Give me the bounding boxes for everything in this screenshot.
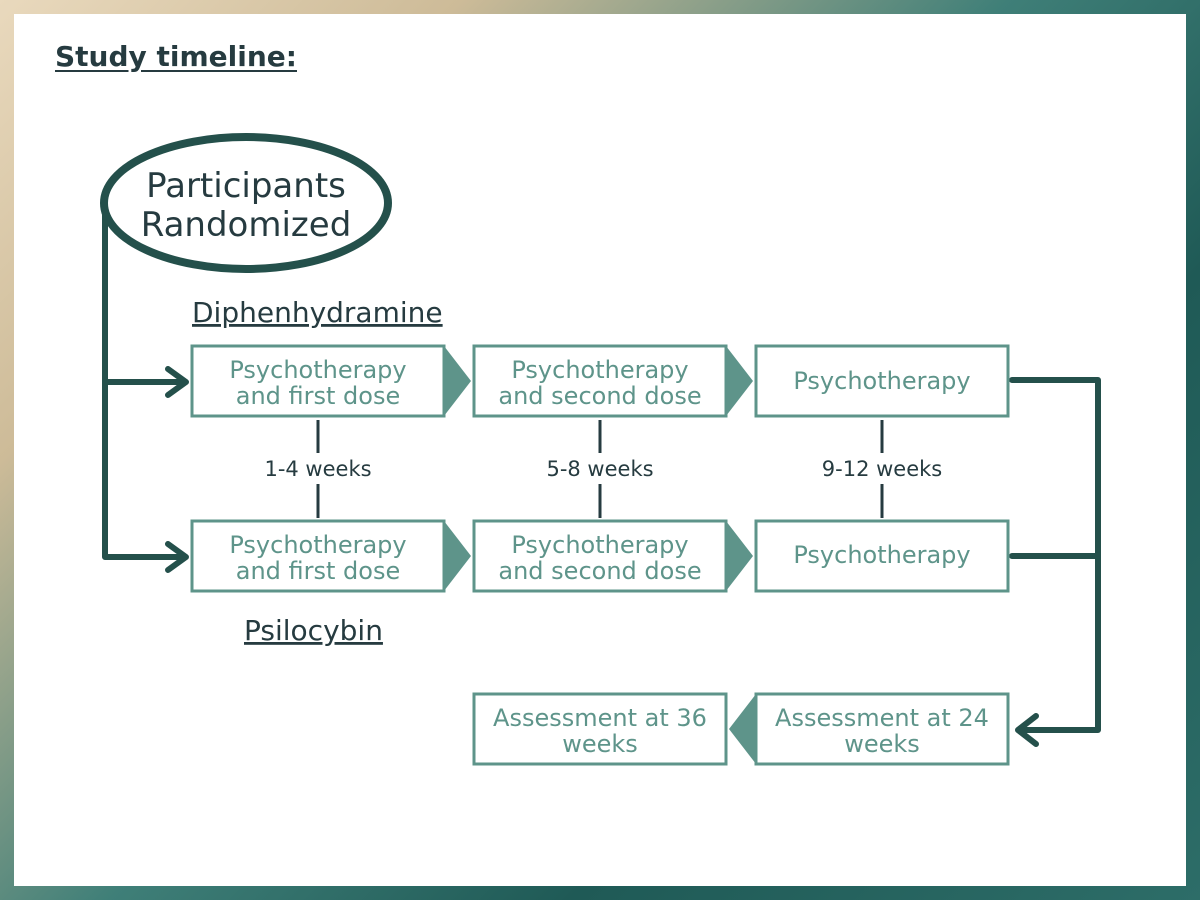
chevron-right-icon xyxy=(726,521,753,591)
arrowhead-top xyxy=(165,366,189,398)
arrowhead-bottom xyxy=(165,541,189,573)
page-title: Study timeline: xyxy=(55,40,297,73)
assessment-36-weeks: Assessment at 36 weeks xyxy=(472,692,728,766)
top-row-step-3: Psychotherapy xyxy=(754,344,1010,418)
assessment-line-2: weeks xyxy=(562,730,638,758)
week-label-3: 9-12 weeks xyxy=(822,457,942,481)
randomized-oval xyxy=(100,133,392,273)
step-label-line-2: and first dose xyxy=(236,557,401,585)
step-label-line-2: and second dose xyxy=(498,382,701,410)
arm-label-diphenhydramine: Diphenhydramine xyxy=(192,296,443,329)
randomization-connector xyxy=(102,192,188,560)
top-row-step-1: Psychotherapy and first dose xyxy=(190,344,446,418)
assessment-24-weeks: Assessment at 24 weeks xyxy=(754,692,1010,766)
step-label-line-1: Psychotherapy xyxy=(229,531,406,559)
step-label-line-1: Psychotherapy xyxy=(793,541,970,569)
step-label-line-2: and first dose xyxy=(236,382,401,410)
week-label-2: 5-8 weeks xyxy=(546,457,653,481)
step-label-line-1: Psychotherapy xyxy=(511,531,688,559)
week-label-1: 1-4 weeks xyxy=(264,457,371,481)
assessment-line-1: Assessment at 24 xyxy=(775,704,989,732)
step-label-line-1: Psychotherapy xyxy=(793,367,970,395)
arm-label-psilocybin: Psilocybin xyxy=(244,614,383,647)
step-label-line-2: and second dose xyxy=(498,557,701,585)
top-row-step-2: Psychotherapy and second dose xyxy=(472,344,728,418)
bottom-row-step-1: Psychotherapy and first dose xyxy=(190,519,446,593)
bottom-row-step-3: Psychotherapy xyxy=(754,519,1010,593)
oval-line-2: Randomized xyxy=(141,205,352,245)
chevron-right-icon xyxy=(444,346,471,416)
bottom-row-step-2: Psychotherapy and second dose xyxy=(472,519,728,593)
step-label-line-1: Psychotherapy xyxy=(511,356,688,384)
followup-connector xyxy=(1009,377,1101,733)
chevron-right-icon xyxy=(444,521,471,591)
assessment-line-1: Assessment at 36 xyxy=(493,704,707,732)
arrowhead-followup xyxy=(1015,713,1039,747)
chevron-right-icon xyxy=(726,346,753,416)
chevron-left-icon xyxy=(729,694,756,764)
oval-line-1: Participants xyxy=(146,166,346,206)
step-label-line-1: Psychotherapy xyxy=(229,356,406,384)
assessment-line-2: weeks xyxy=(844,730,920,758)
